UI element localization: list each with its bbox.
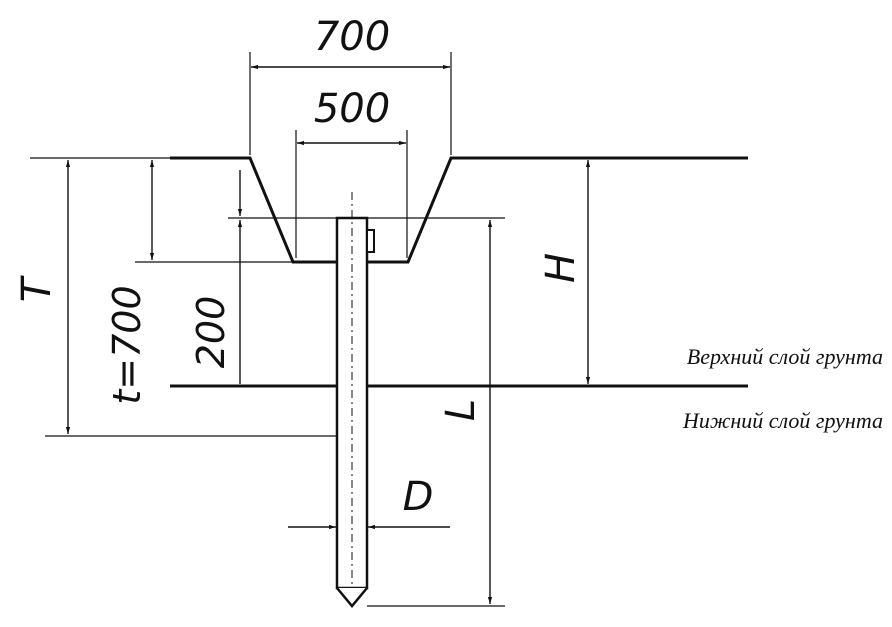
- label-200: 200: [189, 296, 233, 369]
- label-upper-layer: Верхний слой грунта: [687, 344, 883, 369]
- ground-surface-line: [170, 156, 748, 264]
- label-lower-layer: Нижний слой грунта: [682, 408, 883, 433]
- extension-lines: [30, 52, 505, 607]
- label-depth-T: T: [14, 274, 60, 302]
- label-top-width: 700: [314, 14, 390, 60]
- electrode-rod: [335, 192, 375, 608]
- label-length-L: L: [438, 399, 484, 421]
- label-diameter-D: D: [403, 474, 434, 520]
- label-depth-t: t=700: [105, 285, 149, 404]
- label-bottom-width: 500: [314, 86, 390, 132]
- label-height-H: H: [538, 253, 584, 283]
- dimension-lines: [65, 64, 591, 604]
